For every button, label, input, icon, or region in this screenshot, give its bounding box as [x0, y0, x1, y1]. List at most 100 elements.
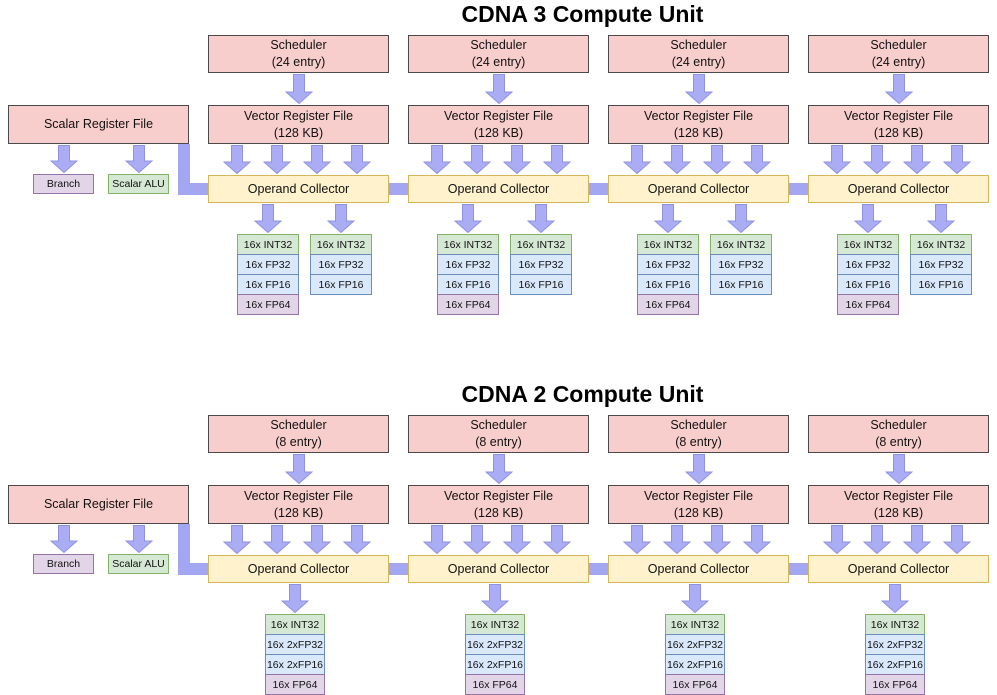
operand-collector-box-label: Operand Collector — [447, 181, 550, 196]
vrf-to-operand-collector-arrow-icon — [303, 145, 331, 174]
scheduler-box: Scheduler(8 entry) — [608, 415, 789, 453]
scheduler-box-label: Scheduler — [470, 418, 527, 432]
exec-unit-label: 16x FP64 — [245, 298, 291, 311]
exec-unit-cell: 16x FP64 — [865, 674, 925, 695]
cdna2-compute-unit-diagram: CDNA 2 Compute Unit Scalar Register File… — [0, 380, 997, 695]
exec-unit-cell: 16x INT32 — [865, 614, 925, 635]
scalar-register-file-box: Scalar Register File — [8, 485, 189, 524]
exec-unit-label: 16x FP32 — [518, 258, 564, 271]
vrf-to-operand-collector-arrow-icon — [863, 145, 891, 174]
vrf-to-operand-collector-arrow-icon — [263, 525, 291, 554]
scheduler-box-label: (24 entry) — [271, 55, 326, 69]
exec-unit-cell: 16x INT32 — [837, 234, 899, 255]
scheduler-box-label: Scheduler — [870, 418, 927, 432]
vrf-to-operand-collector-arrow-icon — [463, 145, 491, 174]
exec-unit-label: 16x FP16 — [645, 278, 691, 291]
operand-collector-bus — [389, 183, 408, 195]
srf-to-operand-collector-bus — [178, 183, 208, 195]
vrf-to-operand-collector-arrow-icon — [623, 525, 651, 554]
vector-register-file-box-label: (128 KB) — [873, 125, 924, 140]
exec-unit-label: 16x FP32 — [245, 258, 291, 271]
srf-to-branch-arrow-icon — [49, 145, 78, 173]
exec-unit-cell: 16x INT32 — [437, 234, 499, 255]
diagram-title: CDNA 2 Compute Unit — [461, 381, 704, 407]
exec-unit-cell: 16x INT32 — [310, 234, 372, 255]
operand-collector-to-exec-arrow-icon — [927, 204, 955, 233]
vector-register-file-box: Vector Register File(128 KB) — [608, 105, 789, 144]
operand-collector-bus — [389, 563, 408, 575]
exec-unit-cell: 16x FP64 — [265, 674, 325, 695]
srf-to-scalar-alu-arrow-icon — [124, 145, 153, 173]
exec-unit-label: 16x 2xFP16 — [666, 658, 724, 671]
scheduler-to-vrf-arrow-icon — [484, 454, 513, 484]
exec-unit-label: 16x INT32 — [270, 618, 320, 631]
exec-unit-label: 16x INT32 — [670, 618, 720, 631]
vector-register-file-box: Vector Register File(128 KB) — [408, 105, 589, 144]
exec-unit-label: 16x INT32 — [243, 238, 293, 251]
exec-unit-label: 16x FP16 — [518, 278, 564, 291]
exec-unit-label: 16x INT32 — [870, 618, 920, 631]
exec-unit-cell: 16x FP16 — [237, 274, 299, 295]
vector-register-file-box-label: (128 KB) — [873, 505, 924, 520]
exec-unit-cell: 16x INT32 — [910, 234, 972, 255]
vrf-to-operand-collector-arrow-icon — [703, 145, 731, 174]
exec-unit-cell: 16x FP64 — [237, 294, 299, 315]
exec-unit-cell: 16x FP16 — [437, 274, 499, 295]
exec-unit-label: 16x INT32 — [643, 238, 693, 251]
srf-to-operand-collector-bus — [178, 563, 208, 575]
vrf-to-operand-collector-arrow-icon — [263, 145, 291, 174]
vrf-to-operand-collector-arrow-icon — [823, 145, 851, 174]
operand-collector-box: Operand Collector — [408, 555, 589, 583]
vrf-to-operand-collector-arrow-icon — [663, 145, 691, 174]
vrf-to-operand-collector-arrow-icon — [223, 525, 251, 554]
exec-unit-cell: 16x INT32 — [637, 234, 699, 255]
scheduler-box-label: Scheduler — [270, 38, 327, 52]
exec-unit-cell: 16x FP32 — [437, 254, 499, 275]
branch-box: Branch — [33, 554, 94, 574]
exec-unit-label: 16x 2xFP32 — [466, 638, 524, 651]
scalar-register-file-box-label: Scalar Register File — [43, 497, 154, 511]
scalar-alu-box: Scalar ALU — [108, 554, 169, 574]
operand-collector-box: Operand Collector — [808, 555, 989, 583]
exec-unit-cell: 16x FP32 — [237, 254, 299, 275]
operand-collector-to-exec-arrow-icon — [527, 204, 555, 233]
vector-register-file-box: Vector Register File(128 KB) — [608, 485, 789, 524]
scalar-register-file-box: Scalar Register File — [8, 105, 189, 144]
exec-unit-label: 16x FP32 — [845, 258, 891, 271]
operand-collector-box-label: Operand Collector — [247, 561, 350, 576]
vector-register-file-box: Vector Register File(128 KB) — [208, 485, 389, 524]
operand-collector-to-exec-arrow-icon — [327, 204, 355, 233]
exec-unit-label: 16x FP32 — [318, 258, 364, 271]
exec-unit-cell: 16x FP16 — [510, 274, 572, 295]
vrf-to-operand-collector-arrow-icon — [623, 145, 651, 174]
scheduler-box-label: Scheduler — [670, 418, 727, 432]
operand-collector-to-exec-arrow-icon — [481, 584, 509, 613]
scheduler-box: Scheduler(8 entry) — [208, 415, 389, 453]
srf-to-operand-collector-bus — [178, 524, 190, 575]
operand-collector-box-label: Operand Collector — [847, 561, 950, 576]
vrf-to-operand-collector-arrow-icon — [223, 145, 251, 174]
scheduler-to-vrf-arrow-icon — [284, 454, 313, 484]
scheduler-box-label: Scheduler — [670, 38, 727, 52]
exec-unit-label: 16x FP16 — [318, 278, 364, 291]
exec-unit-label: 16x 2xFP16 — [266, 658, 324, 671]
scheduler-box: Scheduler (24 entry) — [208, 35, 389, 73]
exec-unit-cell: 16x FP32 — [310, 254, 372, 275]
exec-unit-label: 16x FP16 — [445, 278, 491, 291]
branch-box: Branch — [33, 174, 94, 194]
exec-unit-cell: 16x 2xFP16 — [465, 654, 525, 675]
vrf-to-operand-collector-arrow-icon — [503, 145, 531, 174]
exec-unit-cell: 16x FP32 — [637, 254, 699, 275]
exec-unit-label: 16x INT32 — [316, 238, 366, 251]
exec-unit-cell: 16x 2xFP32 — [865, 634, 925, 655]
operand-collector-box: Operand Collector — [208, 175, 389, 203]
vector-register-file-box-label: Vector Register File — [443, 488, 554, 503]
scheduler-box: Scheduler(24 entry) — [808, 35, 989, 73]
exec-unit-label: 16x FP64 — [272, 678, 318, 691]
vrf-to-operand-collector-arrow-icon — [543, 145, 571, 174]
vrf-to-operand-collector-arrow-icon — [743, 145, 771, 174]
scheduler-box: Scheduler(24 entry) — [608, 35, 789, 73]
exec-unit-label: 16x INT32 — [516, 238, 566, 251]
operand-collector-box-label: Operand Collector — [447, 561, 550, 576]
exec-unit-cell: 16x 2xFP16 — [865, 654, 925, 675]
